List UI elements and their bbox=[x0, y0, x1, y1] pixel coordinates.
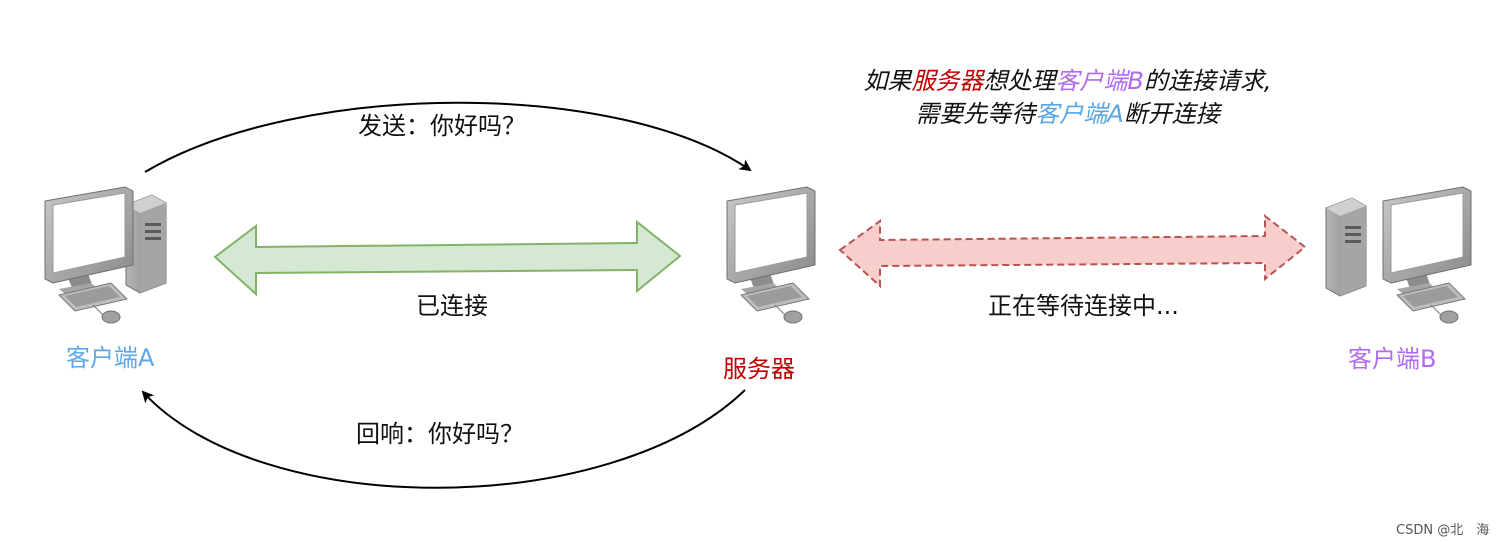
watermark: CSDN @北 海 bbox=[1396, 523, 1490, 538]
connected-label: 已连接 bbox=[416, 292, 488, 320]
connected-arrow bbox=[213, 219, 682, 297]
reply-label: 回响：你好吗？ bbox=[356, 420, 524, 448]
server-computer-icon bbox=[726, 186, 816, 324]
note-line-1: 如果服务器想处理客户端B的连接请求, bbox=[863, 67, 1272, 95]
server-label: 服务器 bbox=[723, 355, 795, 383]
note-line-2: 需要先等待客户端A断开连接 bbox=[915, 100, 1220, 128]
client-b-computer-icon bbox=[1325, 186, 1472, 324]
waiting-arrow bbox=[838, 213, 1307, 289]
send-label: 发送：你好吗？ bbox=[358, 112, 526, 140]
client-a-label: 客户端A bbox=[66, 344, 155, 372]
client-b-label: 客户端B bbox=[1348, 345, 1437, 373]
annotation-note: 如果服务器想处理客户端B的连接请求, 需要先等待客户端A断开连接 bbox=[840, 65, 1295, 131]
send-arrow bbox=[144, 101, 752, 173]
waiting-label: 正在等待连接中... bbox=[988, 292, 1179, 320]
reply-arrow bbox=[141, 389, 746, 489]
client-a-computer-icon bbox=[44, 186, 167, 324]
